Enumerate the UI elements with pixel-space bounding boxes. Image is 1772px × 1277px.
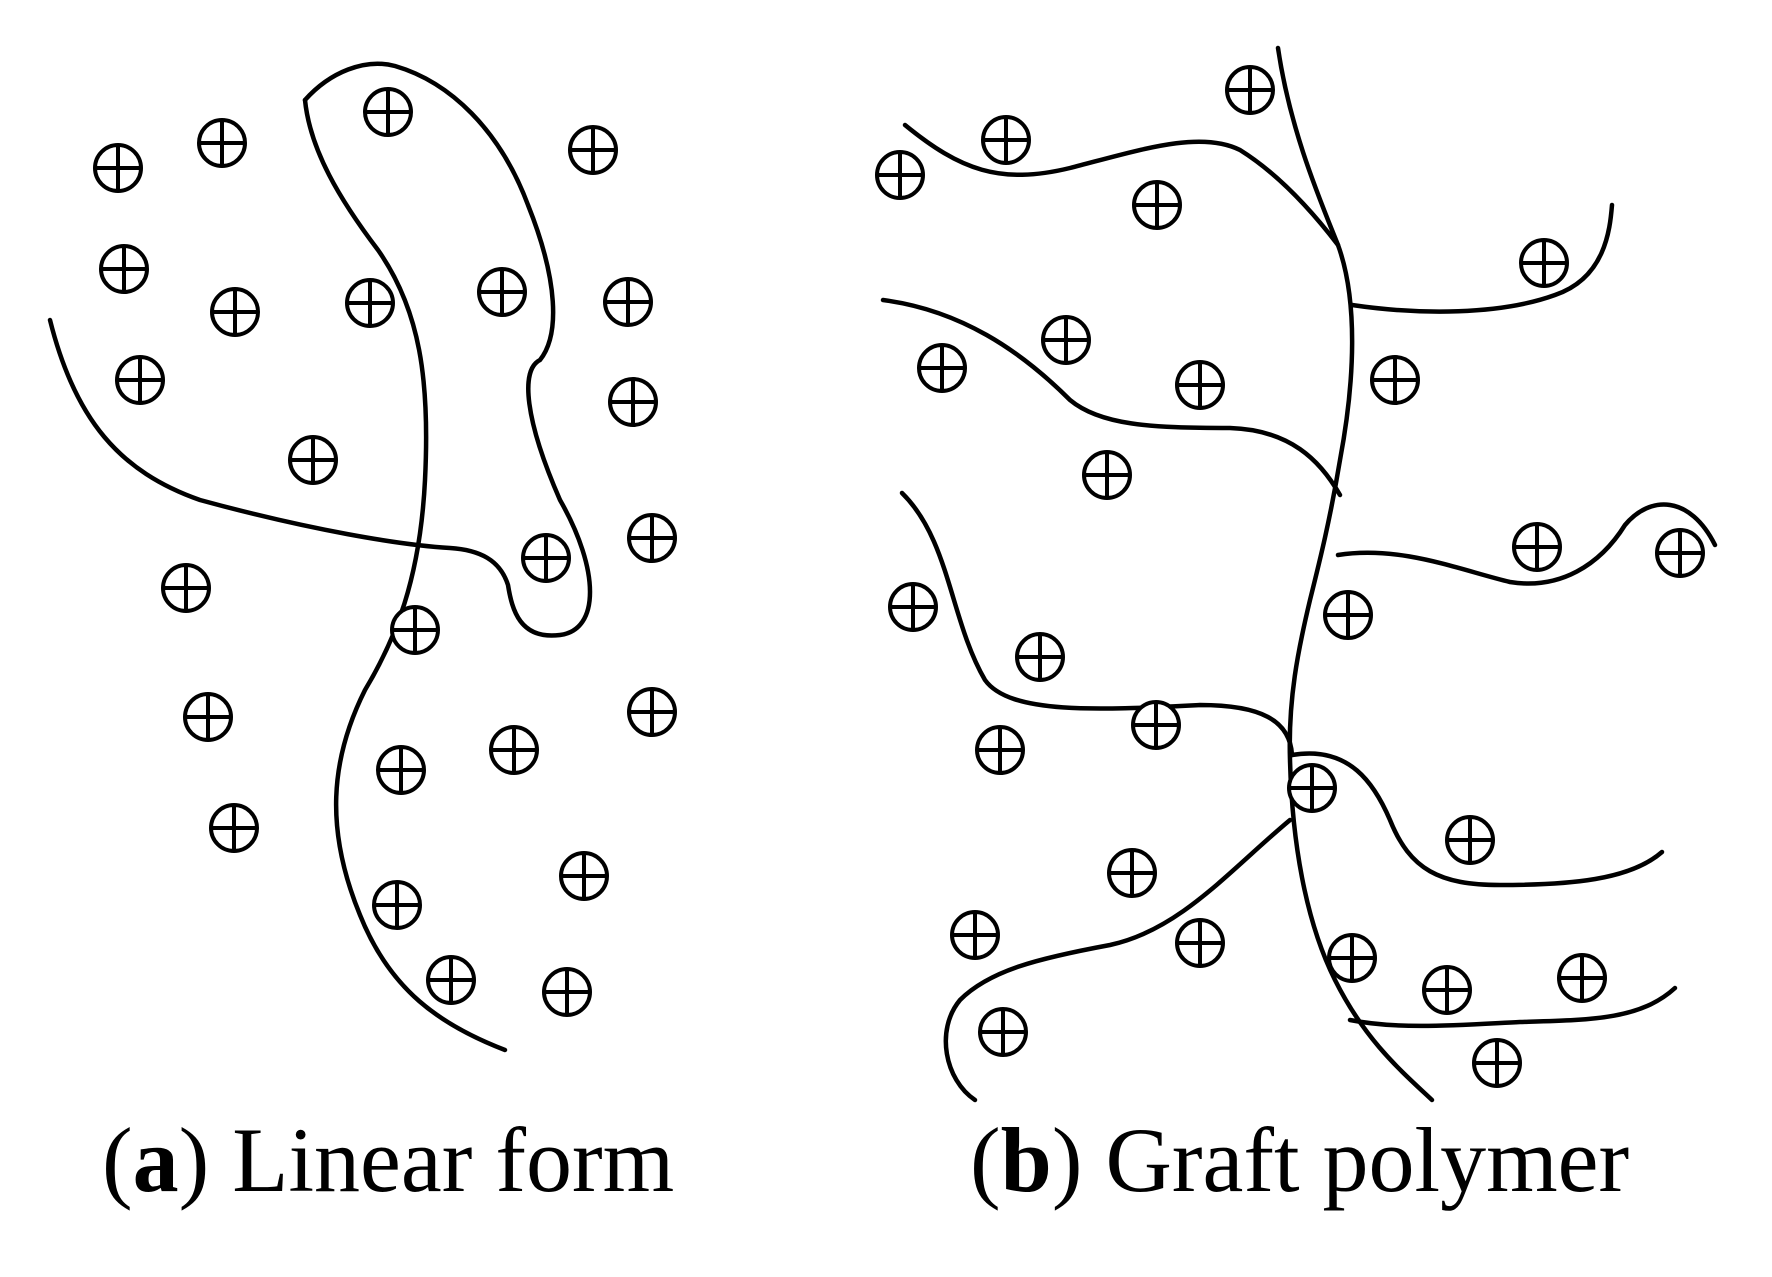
caption-a-title: Linear form (232, 1109, 675, 1211)
circled-plus-icon (1472, 1038, 1522, 1088)
circled-plus-icon (521, 533, 571, 583)
circled-plus-icon (978, 1007, 1028, 1057)
circled-plus-icon (1015, 632, 1065, 682)
circled-plus-icon (372, 880, 422, 930)
caption-b-title: Graft polymer (1105, 1109, 1630, 1211)
panel-a-linear-form (47, 61, 677, 1053)
circled-plus-icon (99, 244, 149, 294)
caption-b-letter: b (1000, 1109, 1052, 1211)
circled-plus-icon (1175, 918, 1225, 968)
graft-branch-6 (1289, 751, 1665, 888)
caption-b: (b) Graft polymer (970, 1109, 1630, 1211)
circled-plus-icon (875, 150, 925, 200)
circled-plus-icon (559, 851, 609, 901)
circled-plus-icon (209, 803, 259, 853)
graft-branch-8 (1347, 985, 1678, 1029)
graft-branch-2 (1349, 202, 1615, 314)
circled-plus-icon (363, 87, 413, 137)
circled-plus-icon (345, 278, 395, 328)
circled-plus-icon (1107, 848, 1157, 898)
graft-branch-5 (899, 490, 1295, 758)
panel-b-graft-polymer (875, 45, 1718, 1103)
circled-plus-icon (1512, 522, 1562, 572)
circled-plus-icon (1557, 953, 1607, 1003)
circled-plus-icon (975, 725, 1025, 775)
caption-a: (a) Linear form (102, 1109, 675, 1211)
circled-plus-icon (1225, 65, 1275, 115)
circled-plus-icon (390, 605, 440, 655)
circled-plus-icon (1655, 528, 1705, 578)
linear-chain-loop (47, 61, 593, 638)
circled-plus-icon (981, 115, 1031, 165)
circled-plus-icon (608, 377, 658, 427)
ions-panel-b (875, 65, 1705, 1088)
ions-panel-a (93, 87, 677, 1017)
circled-plus-icon (627, 687, 677, 737)
circled-plus-icon (1370, 355, 1420, 405)
graft-branch-1 (902, 122, 1341, 248)
circled-plus-icon (376, 745, 426, 795)
circled-plus-icon (542, 967, 592, 1017)
circled-plus-icon (288, 435, 338, 485)
circled-plus-icon (115, 355, 165, 405)
circled-plus-icon (568, 125, 618, 175)
graft-branch-3 (880, 297, 1343, 498)
circled-plus-icon (888, 582, 938, 632)
circled-plus-icon (161, 563, 211, 613)
circled-plus-icon (1132, 180, 1182, 230)
graft-branch-4 (1335, 502, 1718, 586)
circled-plus-icon (1327, 933, 1377, 983)
circled-plus-icon (627, 513, 677, 563)
circled-plus-icon (1041, 315, 1091, 365)
circled-plus-icon (210, 287, 260, 337)
caption-a-letter: a (132, 1109, 179, 1211)
circled-plus-icon (1082, 450, 1132, 500)
circled-plus-icon (93, 143, 143, 193)
circled-plus-icon (489, 725, 539, 775)
circled-plus-icon (197, 118, 247, 168)
graft-branch-7 (943, 817, 1293, 1103)
circled-plus-icon (1323, 590, 1373, 640)
circled-plus-icon (426, 955, 476, 1005)
circled-plus-icon (1445, 815, 1495, 865)
circled-plus-icon (950, 910, 1000, 960)
circled-plus-icon (1287, 763, 1337, 813)
circled-plus-icon (1131, 700, 1181, 750)
circled-plus-icon (183, 692, 233, 742)
circled-plus-icon (1422, 965, 1472, 1015)
circled-plus-icon (1519, 238, 1569, 288)
circled-plus-icon (477, 267, 527, 317)
circled-plus-icon (1175, 360, 1225, 410)
circled-plus-icon (603, 277, 653, 327)
circled-plus-icon (917, 343, 967, 393)
